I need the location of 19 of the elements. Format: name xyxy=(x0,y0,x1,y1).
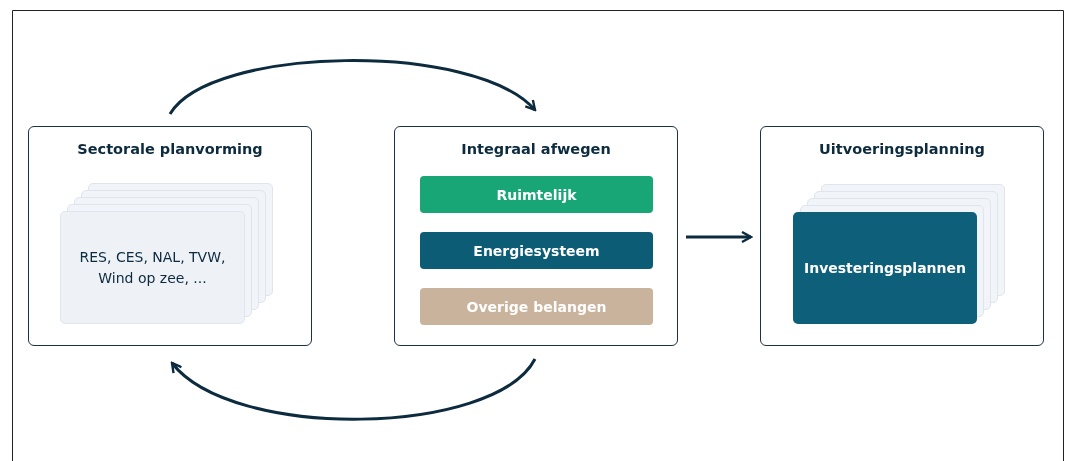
category-bar xyxy=(420,232,653,269)
category-bar xyxy=(420,176,653,213)
stacked-card xyxy=(60,211,245,324)
panel-box xyxy=(760,126,1044,346)
arrow xyxy=(168,59,537,115)
card-label: Overige belangen xyxy=(466,298,607,315)
panel-title: Uitvoeringsplanning xyxy=(818,141,986,157)
category-bar xyxy=(420,288,653,325)
card-label: Investeringsplannen xyxy=(804,260,966,276)
panel-title: Sectorale planvorming xyxy=(76,141,264,157)
card-label: Ruimtelijk xyxy=(496,186,577,203)
arrow xyxy=(170,358,537,421)
card-label: Energiesysteem xyxy=(473,242,600,259)
panel-box xyxy=(394,126,678,346)
stacked-card xyxy=(793,212,977,324)
panel-box xyxy=(28,126,312,346)
panel-title: Integraal afwegen xyxy=(460,141,612,157)
arrow xyxy=(686,230,753,244)
card-label: RES, CES, NAL, TVW, Wind op zee, ... xyxy=(78,248,227,288)
